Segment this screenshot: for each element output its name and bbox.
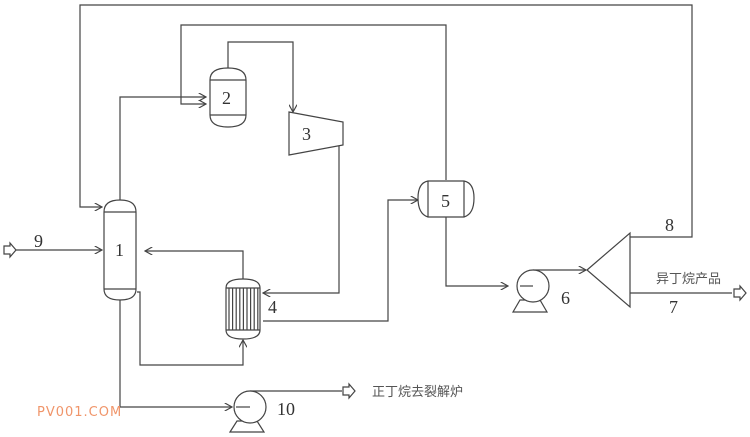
drum5-to-vessel2-line <box>180 24 447 180</box>
pump-6 <box>511 269 550 313</box>
compressor-to-exchanger-line <box>263 146 340 293</box>
column-bottom-to-exchanger-line <box>137 291 243 366</box>
label-8: 8 <box>665 215 674 235</box>
heat-exchanger-4 <box>225 278 261 340</box>
exchanger-to-drum5-line <box>263 200 418 322</box>
pump-10 <box>228 390 267 433</box>
watermark: PV001.COM <box>37 405 122 420</box>
exchanger-to-column-line <box>145 251 244 279</box>
label-2: 2 <box>222 88 231 108</box>
splitter <box>586 231 631 309</box>
vessel-2 <box>209 67 247 128</box>
feed-inlet-arrow-icon <box>3 241 17 259</box>
column-bottoms-to-pump10-line <box>119 300 232 407</box>
column-overhead-line <box>119 97 206 200</box>
label-1: 1 <box>115 240 124 260</box>
label-9: 9 <box>34 231 43 251</box>
vessel2-to-compressor-line <box>227 41 293 112</box>
label-7: 7 <box>669 297 678 317</box>
compressor-3 <box>288 111 344 156</box>
stream-8-recycle-line <box>79 4 693 238</box>
column-1 <box>103 199 137 301</box>
nbutane-to-cracker-label: 正丁烷去裂解炉 <box>372 385 463 400</box>
label-4: 4 <box>268 297 277 317</box>
cracker-outlet-arrow-icon <box>342 382 356 400</box>
drum-5 <box>417 180 475 218</box>
product-outlet-arrow-icon <box>733 284 747 302</box>
label-5: 5 <box>441 191 450 211</box>
isobutane-product-label: 异丁烷产品 <box>656 272 721 287</box>
drum5-to-pump6-line <box>445 216 508 286</box>
label-6: 6 <box>561 288 570 308</box>
label-10: 10 <box>277 399 295 419</box>
label-3: 3 <box>302 124 311 144</box>
